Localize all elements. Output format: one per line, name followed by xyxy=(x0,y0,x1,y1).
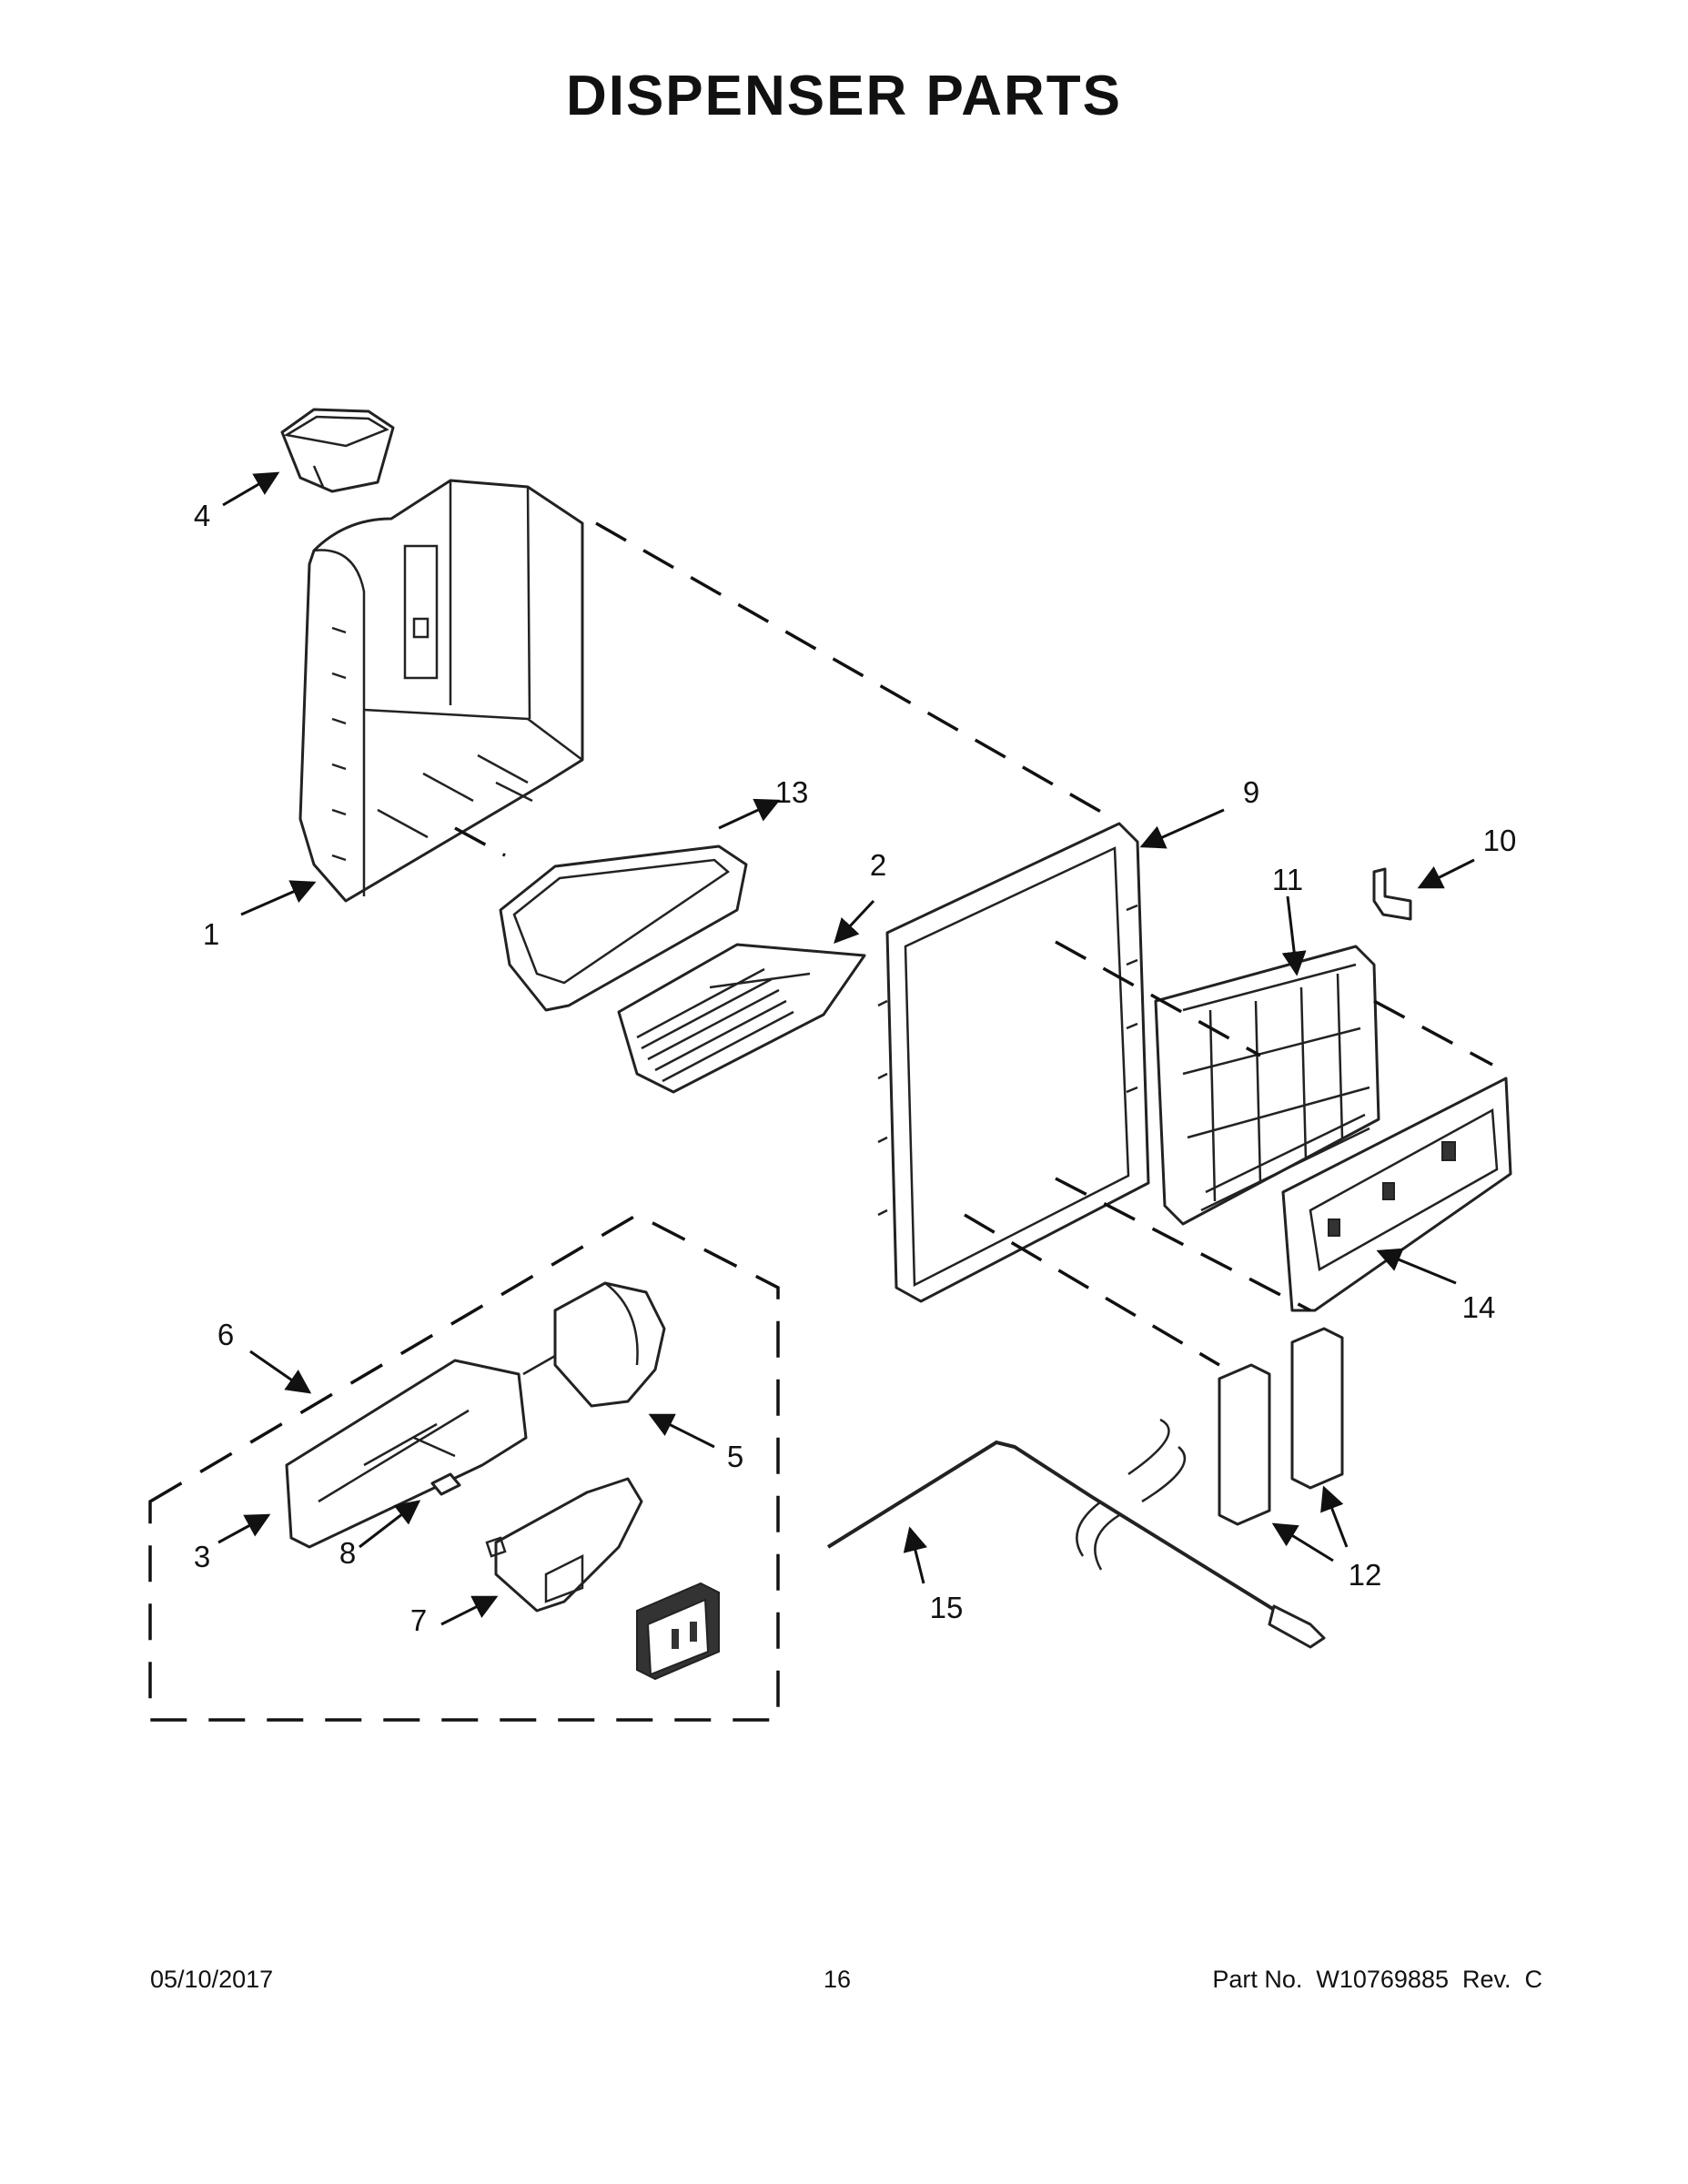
part-12-paddles xyxy=(1218,1327,1344,1526)
callout-5: 5 xyxy=(727,1440,743,1473)
part-14-bezel xyxy=(1281,1077,1512,1312)
callout-3: 3 xyxy=(194,1540,210,1573)
part-13-tray xyxy=(499,844,748,1012)
callout-8: 8 xyxy=(339,1536,356,1570)
callout-10: 10 xyxy=(1483,824,1517,857)
callout-4: 4 xyxy=(194,499,210,532)
callout-15: 15 xyxy=(930,1591,964,1624)
callout-7: 7 xyxy=(410,1603,427,1637)
part-8-screw xyxy=(430,1472,461,1496)
part-9-frame xyxy=(877,822,1150,1303)
footer-page-number: 16 xyxy=(824,1966,852,1993)
footer-date: 05/10/2017 xyxy=(150,1966,274,1993)
callout-labels: 1 2 3 4 5 6 7 8 9 10 11 12 13 14 15 xyxy=(194,499,1517,1637)
part-10-switch xyxy=(1372,867,1412,921)
footer-part-number: Part No. W10769885 Rev. C xyxy=(1212,1966,1542,1993)
callout-6: 6 xyxy=(217,1318,234,1351)
alignment-lines xyxy=(454,521,1493,1367)
kit-paddle xyxy=(636,1582,720,1681)
callout-14: 14 xyxy=(1462,1290,1496,1324)
callout-12: 12 xyxy=(1349,1558,1382,1592)
part-11-control-housing xyxy=(1154,945,1380,1226)
leader-arrows xyxy=(217,471,1475,1626)
callout-2: 2 xyxy=(870,848,886,882)
part-4-cup xyxy=(280,408,395,493)
part-1-housing xyxy=(298,479,584,903)
page-title: DISPENSER PARTS xyxy=(565,65,1123,127)
callout-9: 9 xyxy=(1243,775,1259,809)
callout-13: 13 xyxy=(775,775,809,809)
part-3-bracket xyxy=(285,1359,528,1549)
part-2-grille xyxy=(617,943,866,1094)
part-5-motor xyxy=(522,1281,666,1408)
callout-1: 1 xyxy=(203,917,219,951)
part-7-actuator xyxy=(485,1477,643,1613)
part-15-tube xyxy=(826,1418,1326,1649)
part-6-kit-boundary xyxy=(148,1213,780,1722)
callout-11: 11 xyxy=(1272,863,1303,896)
